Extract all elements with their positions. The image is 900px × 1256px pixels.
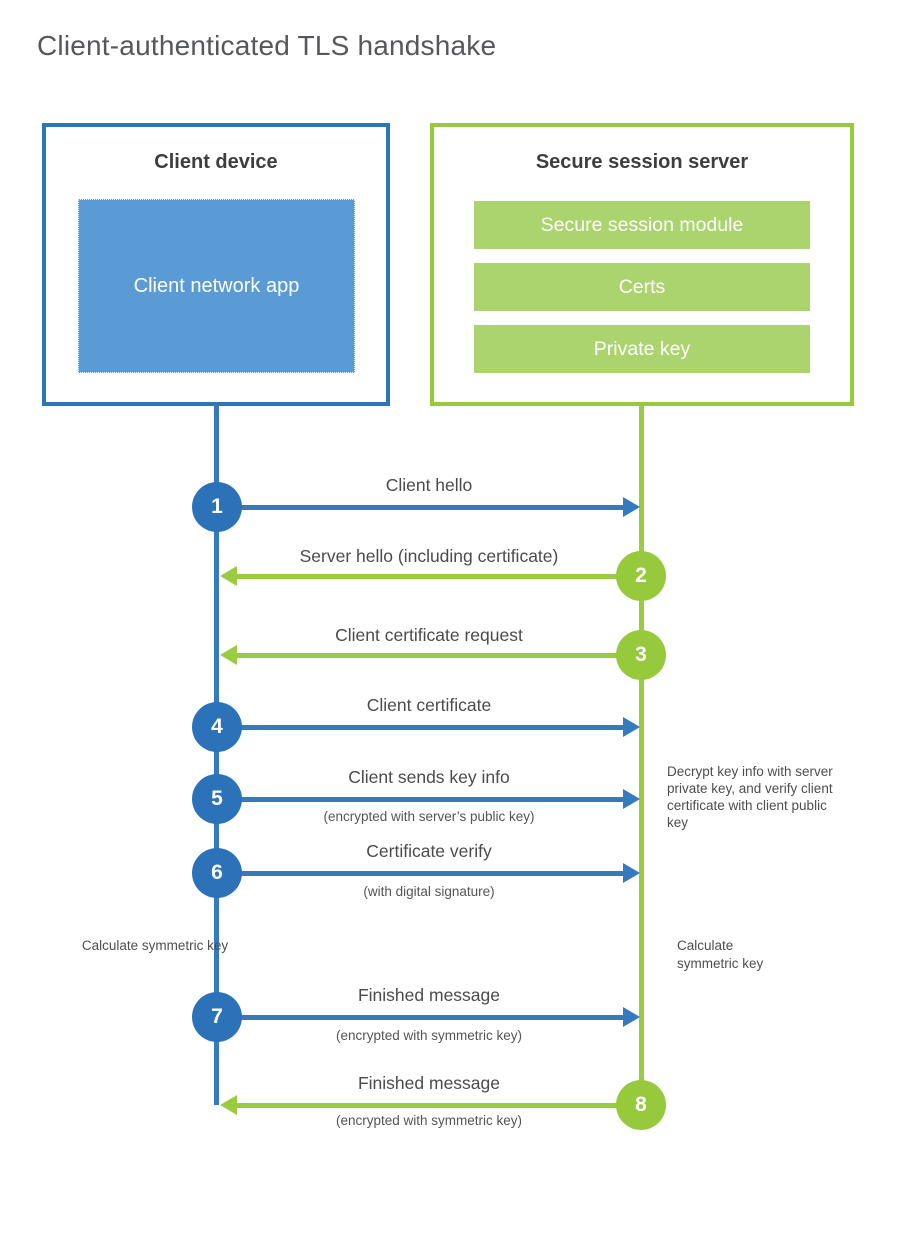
step-5-sublabel: (encrypted with server’s public key) — [323, 809, 535, 824]
step-8-arrowhead-icon — [220, 1095, 237, 1115]
step-7-arrowhead-icon — [623, 1007, 640, 1027]
step-8-arrow — [236, 1103, 641, 1108]
step-8-label: Finished message — [357, 1073, 501, 1093]
secure-session-server-title: Secure session server — [535, 151, 749, 173]
server-module-secure-session: Secure session module — [474, 201, 810, 249]
step-6-sublabel: (with digital signature) — [363, 884, 495, 899]
step-6-arrowhead-icon — [623, 863, 640, 883]
step-3-arrow — [236, 653, 641, 658]
server-module-certs: Certs — [474, 263, 810, 311]
note-calculate-symmetric-key-server: Calculate symmetric key — [677, 938, 764, 971]
step-8-badge: 8 — [616, 1080, 666, 1130]
step-7-arrow — [217, 1015, 625, 1020]
step-5-label: Client sends key info — [348, 767, 510, 787]
step-7-sublabel: (encrypted with symmetric key) — [335, 1028, 523, 1043]
step-6-arrow — [217, 871, 625, 876]
step-5-arrow — [217, 797, 625, 802]
step-3-arrowhead-icon — [220, 645, 237, 665]
server-lifeline — [639, 405, 644, 1106]
client-device-title: Client device — [154, 151, 278, 173]
client-network-app-label: Client network app — [133, 274, 300, 297]
step-6-badge: 6 — [192, 848, 242, 898]
step-1-label: Client hello — [385, 475, 473, 495]
step-5-badge: 5 — [192, 774, 242, 824]
step-2-arrow — [236, 574, 641, 579]
server-module-private-key: Private key — [474, 325, 810, 373]
step-6-label: Certificate verify — [366, 841, 492, 861]
client-lifeline — [214, 405, 219, 1105]
step-4-arrowhead-icon — [623, 717, 640, 737]
client-network-app-box: Client network app — [78, 199, 355, 373]
step-1-arrowhead-icon — [623, 497, 640, 517]
page-title: Client-authenticated TLS handshake — [37, 30, 497, 61]
step-7-badge: 7 — [192, 992, 242, 1042]
step-4-badge: 4 — [192, 702, 242, 752]
note-calculate-symmetric-key-client: Calculate symmetric key — [81, 938, 229, 953]
step-4-arrow — [217, 725, 625, 730]
step-2-label: Server hello (including certificate) — [299, 546, 559, 566]
step-5-arrowhead-icon — [623, 789, 640, 809]
note-decrypt-key-info: Decrypt key info with server private key… — [667, 764, 833, 830]
step-7-label: Finished message — [357, 985, 501, 1005]
step-1-badge: 1 — [192, 482, 242, 532]
step-1-arrow — [217, 505, 625, 510]
step-2-arrowhead-icon — [220, 566, 237, 586]
step-3-badge: 3 — [616, 630, 666, 680]
step-4-label: Client certificate — [366, 695, 492, 715]
step-3-label: Client certificate request — [335, 625, 523, 645]
step-8-sublabel: (encrypted with symmetric key) — [335, 1113, 523, 1128]
step-2-badge: 2 — [616, 551, 666, 601]
